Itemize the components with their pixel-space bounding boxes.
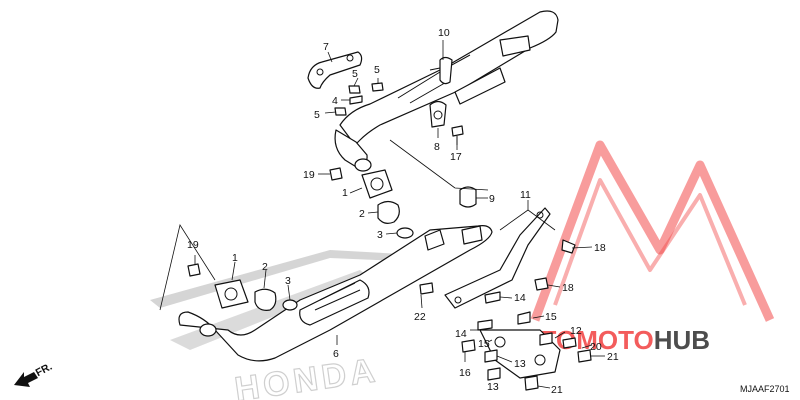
- callout-8: 8: [434, 141, 440, 153]
- callout-4: 4: [332, 95, 338, 107]
- callout-labels: 10 7 5 5 4 5 8 17 19 1 2 3 9 11 18 18 19…: [187, 27, 619, 396]
- callout-13: 13: [487, 381, 499, 393]
- callout-20: 20: [590, 341, 602, 353]
- front-marker-text: FR.: [34, 361, 55, 380]
- callout-18: 18: [594, 242, 606, 254]
- automotohub-logo: AUTOMOTOHUB: [503, 140, 775, 355]
- callout-21: 21: [607, 351, 619, 363]
- front-arrow-icon: [14, 372, 38, 387]
- callout-15: 15: [478, 338, 490, 350]
- front-direction-marker: FR.: [14, 361, 54, 387]
- callout-9: 9: [489, 193, 495, 205]
- callout-6: 6: [333, 348, 339, 360]
- lower-joint-parts: [187, 263, 298, 311]
- callout-12: 12: [570, 325, 582, 337]
- callout-14: 14: [514, 292, 526, 304]
- diagram-code: MJAAF2701: [740, 384, 790, 394]
- bracket-part-11: [419, 207, 592, 391]
- callout-5: 5: [314, 109, 320, 121]
- callout-2: 2: [262, 261, 268, 273]
- callout-17: 17: [450, 151, 462, 163]
- callout-7: 7: [323, 41, 329, 53]
- callout-19: 19: [303, 169, 315, 181]
- lower-muffler: [178, 225, 493, 362]
- callout-22: 22: [414, 311, 426, 323]
- callout-5: 5: [374, 64, 380, 76]
- callout-11: 11: [520, 189, 531, 201]
- heat-shield-part-7: [307, 51, 363, 89]
- callout-13: 13: [514, 358, 526, 370]
- callout-2: 2: [359, 208, 365, 220]
- callout-1: 1: [342, 187, 348, 199]
- callout-21: 21: [551, 384, 563, 396]
- callout-3: 3: [285, 275, 291, 287]
- clip-parts: [334, 82, 384, 116]
- callout-1: 1: [232, 252, 238, 264]
- callout-5: 5: [352, 68, 358, 80]
- upper-joint-parts: [329, 167, 477, 239]
- leader-lines: [159, 40, 605, 389]
- bracket-part-8: [429, 100, 464, 145]
- callout-15: 15: [545, 311, 557, 323]
- callout-3: 3: [377, 229, 383, 241]
- callout-10: 10: [438, 27, 450, 39]
- upper-muffler: [334, 10, 559, 172]
- logo-text-hub: HUB: [654, 325, 710, 355]
- callout-19: 19: [187, 239, 199, 251]
- callout-14: 14: [455, 328, 467, 340]
- callout-16: 16: [459, 367, 471, 379]
- callout-18: 18: [562, 282, 574, 294]
